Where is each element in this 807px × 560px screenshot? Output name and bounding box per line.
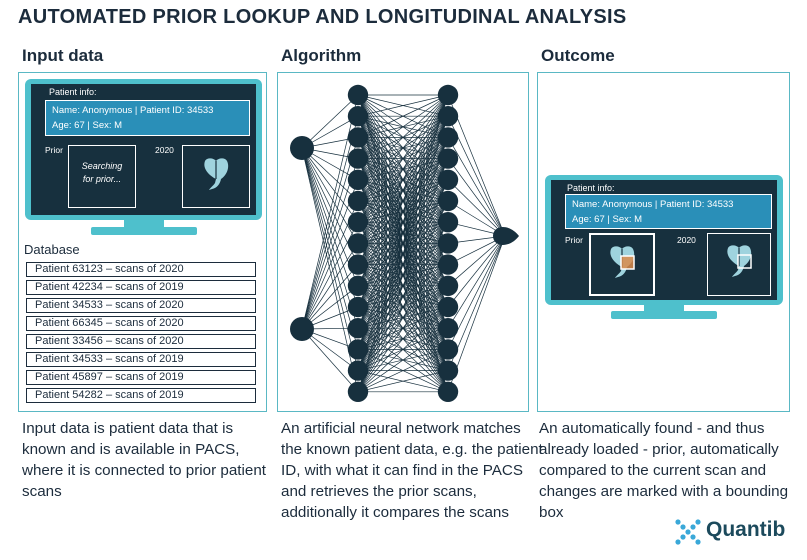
main-title: AUTOMATED PRIOR LOOKUP AND LONGITUDINAL … xyxy=(18,6,627,28)
hidden-node xyxy=(437,275,459,296)
hidden-node xyxy=(437,212,459,233)
patient-info-box: Name: Anonymous | Patient ID: 34533 Age:… xyxy=(565,194,772,229)
database-row[interactable]: Patient 45897 – scans of 2019 xyxy=(26,370,256,385)
hidden-node xyxy=(437,339,459,360)
database-row[interactable]: Patient 34533 – scans of 2019 xyxy=(26,352,256,367)
outcome-panel: Patient info: Name: Anonymous | Patient … xyxy=(537,72,790,412)
database-row[interactable]: Patient 34533 – scans of 2020 xyxy=(26,298,256,313)
input-node xyxy=(290,317,314,341)
output-node xyxy=(493,226,519,246)
hidden-node xyxy=(347,127,369,148)
input-node xyxy=(290,136,314,160)
bounding-box-highlight xyxy=(621,256,634,269)
hidden-node xyxy=(437,148,459,169)
patient-info-label: Patient info: xyxy=(49,87,97,97)
brand-name: Quantib xyxy=(706,518,786,541)
year-label: 2020 xyxy=(155,145,174,155)
hidden-node xyxy=(347,339,369,360)
hidden-node xyxy=(437,254,459,275)
hidden-node xyxy=(437,106,459,127)
hidden-node xyxy=(347,296,369,318)
hidden-node xyxy=(437,318,459,339)
hidden-node xyxy=(437,233,459,254)
database-row[interactable]: Patient 42234 – scans of 2019 xyxy=(26,280,256,295)
outcome-monitor: Patient info: Name: Anonymous | Patient … xyxy=(545,175,783,305)
hidden-node xyxy=(437,84,459,106)
prostate-scan-icon xyxy=(204,158,229,190)
input-monitor-neck xyxy=(124,220,164,230)
searching-text: Searching for prior... xyxy=(69,160,135,186)
patient-info-label: Patient info: xyxy=(567,183,615,193)
outcome-description: An automatically found - and thus alread… xyxy=(539,420,789,521)
bounding-box-highlight xyxy=(737,254,752,269)
current-scan xyxy=(182,145,250,208)
year-label: 2020 xyxy=(677,235,696,245)
outcome-monitor-base xyxy=(611,311,717,319)
outcome-heading: Outcome xyxy=(541,46,615,65)
hidden-node xyxy=(347,360,369,381)
hidden-node xyxy=(347,84,369,106)
patient-info-box: Name: Anonymous | Patient ID: 34533 Age:… xyxy=(45,100,250,136)
current-scan xyxy=(707,233,771,296)
hidden-node xyxy=(347,233,369,254)
database-row[interactable]: Patient 63123 – scans of 2020 xyxy=(26,262,256,277)
prior-scan-slot: Searching for prior... xyxy=(68,145,136,208)
input-panel: Patient info: Name: Anonymous | Patient … xyxy=(18,72,267,412)
neural-network-icon xyxy=(290,84,519,402)
outcome-monitor-screen: Patient info: Name: Anonymous | Patient … xyxy=(551,180,777,300)
hidden-node xyxy=(347,106,369,127)
network-connections xyxy=(301,94,506,393)
prior-scan xyxy=(589,233,655,296)
input-monitor: Patient info: Name: Anonymous | Patient … xyxy=(25,79,262,220)
outcome-monitor-neck xyxy=(644,305,684,313)
hidden-node xyxy=(347,381,369,402)
hidden-node xyxy=(437,169,459,190)
input-monitor-base xyxy=(91,227,197,235)
hidden-node xyxy=(347,148,369,169)
algorithm-heading: Algorithm xyxy=(281,46,362,65)
patient-info-line2: Age: 67 | Sex: M xyxy=(572,214,643,225)
input-data-heading: Input data xyxy=(22,46,104,65)
prior-label: Prior xyxy=(45,145,63,155)
hidden-node xyxy=(347,275,369,296)
database-title: Database xyxy=(24,242,80,257)
hidden-node xyxy=(347,190,369,212)
hidden-node xyxy=(437,381,459,402)
hidden-node xyxy=(347,169,369,190)
algorithm-description: An artificial neural network matches the… xyxy=(281,420,543,521)
database-row[interactable]: Patient 33456 – scans of 2020 xyxy=(26,334,256,349)
database-row[interactable]: Patient 66345 – scans of 2020 xyxy=(26,316,256,331)
database-row[interactable]: Patient 54282 – scans of 2019 xyxy=(26,388,256,403)
input-description: Input data is patient data that is known… xyxy=(22,420,266,500)
input-monitor-screen: Patient info: Name: Anonymous | Patient … xyxy=(31,84,256,215)
algorithm-panel xyxy=(277,72,529,412)
hidden-node xyxy=(437,127,459,148)
hidden-node xyxy=(347,212,369,233)
hidden-node xyxy=(437,190,459,212)
hidden-node xyxy=(347,318,369,339)
prior-label: Prior xyxy=(565,235,583,245)
hidden-node xyxy=(347,254,369,275)
prostate-scan-icon xyxy=(727,245,752,277)
searching-line2: for prior... xyxy=(82,174,122,184)
hidden-node xyxy=(437,296,459,318)
prostate-scan-icon xyxy=(610,246,635,278)
hidden-node xyxy=(437,360,459,381)
searching-line1: Searching xyxy=(81,161,123,171)
quantib-logo-icon xyxy=(675,519,701,545)
patient-info-line1: Name: Anonymous | Patient ID: 34533 xyxy=(572,199,734,210)
patient-info-line2: Age: 67 | Sex: M xyxy=(52,120,123,131)
patient-info-line1: Name: Anonymous | Patient ID: 34533 xyxy=(52,105,214,116)
